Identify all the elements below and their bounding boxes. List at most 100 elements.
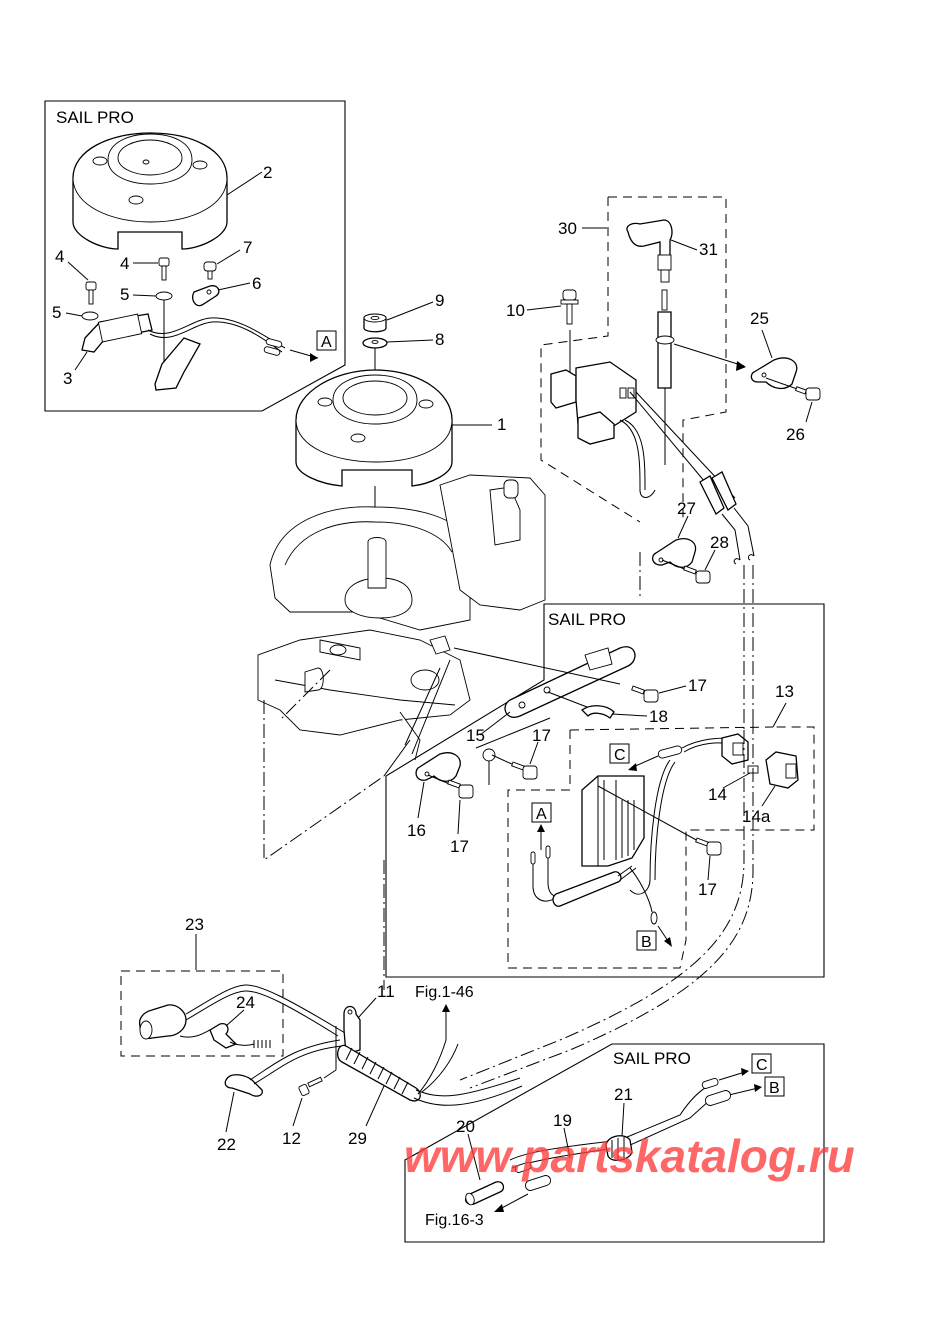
bolt-26 [794,386,821,401]
callout-22: 22 [217,1135,236,1154]
callout-18: 18 [649,707,668,726]
svg-text:B: B [641,934,652,951]
callout-7: 7 [243,238,252,257]
flywheel-sail-pro [72,132,228,250]
svg-text:C: C [614,747,626,764]
callout-11: 11 [377,982,395,1001]
fuse-holder-14a [721,733,799,789]
ref-box-C-bottom: C [751,1053,772,1074]
svg-text:B: B [769,1080,780,1097]
callout-25: 25 [750,309,769,328]
callout-23: 23 [185,915,204,934]
callout-9: 9 [435,291,444,310]
rectifier-lead-A [530,845,637,907]
lead-wire-19 [509,1078,732,1191]
callout-4-left: 4 [55,247,64,266]
svg-text:C: C [756,1057,768,1074]
lanyard-clip-24 [179,1023,271,1049]
sail-pro-rectifier-box: SAIL PRO [385,603,825,978]
flywheel-1 [295,369,453,487]
callout-21: 21 [614,1085,633,1104]
screw-4-center [158,257,170,281]
ground-terminal [482,748,496,785]
callout-10: 10 [506,301,525,320]
sail-pro-box-title-3: SAIL PRO [613,1049,691,1068]
bolt-7 [203,261,217,280]
callout-29: 29 [348,1129,367,1148]
callout-14a: 14a [742,807,771,826]
callout-16: 16 [407,821,426,840]
washer-5-left [81,311,99,321]
callout-2: 2 [263,163,272,182]
washer-5-center [155,291,173,301]
clamp-16 [415,752,461,782]
washer-8 [362,337,388,349]
callout-19: 19 [553,1111,572,1130]
rectifier-regulator [581,775,645,867]
ref-box-A-top: A [316,330,337,351]
callout-17-top: 17 [688,676,707,695]
callout-1: 1 [497,415,506,434]
callout-28: 28 [710,533,729,552]
callout-24: 24 [236,993,255,1012]
sail-pro-flywheel-box: SAIL PRO [44,100,346,412]
sail-pro-box-title: SAIL PRO [56,108,134,127]
bolt-17-left [447,779,474,799]
ref-box-C-mid: C [609,743,630,764]
screw-12 [298,1076,323,1097]
rectifier-lead-B [629,867,658,925]
fig-ref-16-3: Fig.16-3 [425,1212,484,1229]
callout-20: 20 [456,1117,475,1136]
callout-31: 31 [699,240,718,259]
watermark: www.partskatalog.ru [404,1130,855,1182]
bolt-17-mid [511,761,538,780]
grommet-22 [224,1039,343,1097]
engine-crankcase [257,474,546,761]
cap-20 [465,1181,505,1206]
sail-pro-box-title-2: SAIL PRO [548,610,626,629]
callout-12: 12 [282,1129,301,1148]
callout-3: 3 [63,369,72,388]
grommet-21 [605,1135,633,1162]
ref-box-A-mid: A [531,802,552,823]
protector-tube-29 [336,1039,523,1106]
clip-18 [581,705,615,719]
clamp-27 [651,538,697,568]
nut-9 [363,313,387,333]
callout-17-right: 17 [698,880,717,899]
callout-15: 15 [466,726,485,745]
ignition-coil-group-30 [540,196,727,523]
callout-6: 6 [252,274,261,293]
bolt-10 [560,289,579,325]
callout-17-left: 17 [450,837,469,856]
bolt-17-top [631,685,659,703]
fig-ref-1-46: Fig.1-46 [415,984,474,1001]
coil-3-left [81,313,153,353]
ref-box-B-mid: B [636,930,657,951]
coil-lead-connectors [699,471,755,565]
stop-switch [138,984,351,1040]
callout-17-mid: 17 [532,726,551,745]
screw-4-left [85,281,97,305]
spark-plug-cap-31 [626,219,673,283]
callout-8: 8 [435,330,444,349]
clamp-25 [750,357,798,390]
high-tension-lead [655,289,675,465]
stop-switch-group-23 [120,970,284,1057]
callout-26: 26 [786,425,805,444]
bracket-15 [504,646,636,718]
svg-text:A: A [321,334,332,351]
clamp-6 [192,285,220,307]
callout-4-center: 4 [120,254,129,273]
bolt-28 [683,565,711,584]
ref-box-B-bottom: B [764,1076,785,1097]
svg-text:A: A [536,806,547,823]
callout-27: 27 [677,499,696,518]
callout-30: 30 [558,219,577,238]
sail-pro-harness-box: SAIL PRO [404,1043,825,1243]
bolt-17-right [695,837,722,856]
ignition-coil-30 [550,361,656,498]
coil-3-center [154,337,201,391]
callout-5-left: 5 [52,303,61,322]
